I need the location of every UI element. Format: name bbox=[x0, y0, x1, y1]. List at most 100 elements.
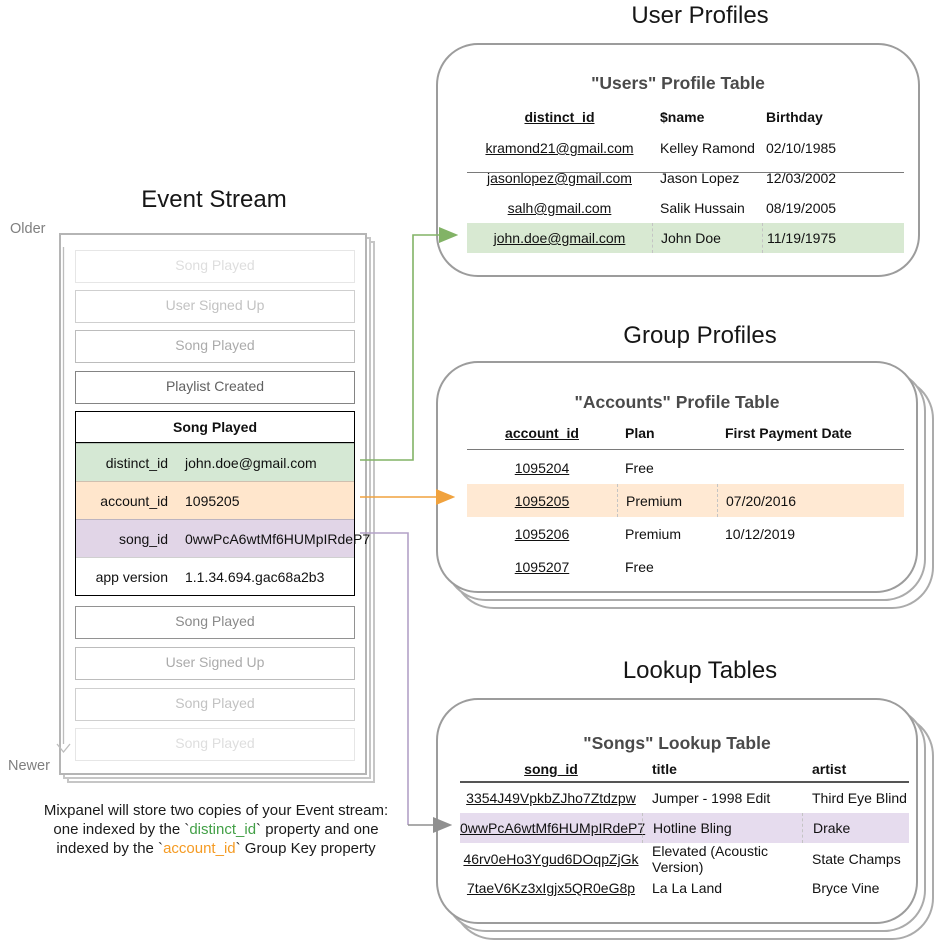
property-key: account_id bbox=[100, 492, 168, 509]
table-row-highlighted: 0wwPcA6wtMf6HUMpIRdeP7 Hotline Bling Dra… bbox=[460, 813, 909, 843]
users-profile-card: "Users" Profile Table distinct_id $name … bbox=[436, 43, 920, 277]
event-box: Playlist Created bbox=[75, 371, 355, 404]
column-header: title bbox=[652, 761, 677, 777]
songs-table: song_id title artist 3354J49VpkbZJho7Ztd… bbox=[460, 758, 909, 903]
table-row: 46rv0eHo3Ygud6DOqpZjGk Elevated (Acousti… bbox=[460, 843, 909, 875]
property-value: 1.1.34.694.gac68a2b3 bbox=[185, 568, 325, 585]
column-header: distinct_id bbox=[524, 109, 595, 125]
cell-song-id: 46rv0eHo3Ygud6DOqpZjGk bbox=[463, 851, 639, 867]
property-key: distinct_id bbox=[105, 454, 168, 471]
header-underline bbox=[467, 449, 904, 450]
property-value: 0wwPcA6wtMf6HUMpIRdeP7 bbox=[185, 530, 371, 547]
accounts-table-header: account_id Plan First Payment Date bbox=[467, 421, 904, 445]
event-box: User Signed Up bbox=[75, 290, 355, 323]
caption-line-2: one indexed by the `distinct_id` propert… bbox=[53, 821, 379, 838]
column-header: Birthday bbox=[766, 109, 823, 125]
cell-name: Salik Hussain bbox=[660, 200, 745, 216]
event-box: Song Played bbox=[75, 606, 355, 639]
older-label: Older bbox=[10, 221, 46, 237]
cell-distinct-id: salh@gmail.com bbox=[507, 200, 612, 216]
cell-artist: Drake bbox=[802, 813, 909, 843]
event-stream-container: Song Played User Signed Up Song Played P… bbox=[59, 233, 370, 775]
cell-name: Jason Lopez bbox=[660, 170, 740, 186]
event-box: Song Played bbox=[75, 250, 355, 283]
property-key: app version bbox=[95, 568, 168, 585]
table-row: 1095204 Free bbox=[467, 451, 904, 484]
users-table: distinct_id $name Birthday kramond21@gma… bbox=[467, 105, 904, 253]
group-profiles-title: Group Profiles bbox=[623, 322, 777, 349]
cell-distinct-id: kramond21@gmail.com bbox=[485, 140, 634, 156]
cell-song-id: 0wwPcA6wtMf6HUMpIRdeP7 bbox=[460, 820, 646, 836]
table-row: kramond21@gmail.com Kelley Ramond 02/10/… bbox=[467, 133, 904, 163]
table-row: 1095207 Free bbox=[467, 550, 904, 583]
cell-title: Elevated (Acoustic Version) bbox=[652, 843, 768, 875]
table-row: 3354J49VpkbZJho7Ztdzpw Jumper - 1998 Edi… bbox=[460, 783, 909, 813]
event-property-distinct-id: distinct_id john.doe@gmail.com bbox=[76, 443, 354, 481]
event-property-song-id: song_id 0wwPcA6wtMf6HUMpIRdeP7 bbox=[76, 519, 370, 557]
cell-account-id: 1095204 bbox=[514, 459, 570, 476]
caption: Mixpanel will store two copies of your E… bbox=[23, 801, 409, 858]
column-header: account_id bbox=[505, 425, 579, 441]
songs-table-title: "Songs" Lookup Table bbox=[583, 733, 771, 753]
column-header: artist bbox=[812, 761, 847, 777]
table-row: jasonlopez@gmail.com Jason Lopez 12/03/2… bbox=[467, 163, 904, 193]
property-key: song_id bbox=[118, 530, 168, 547]
songs-table-header: song_id title artist bbox=[460, 758, 909, 780]
cell-song-id: 7taeV6Kz3xIgjx5QR0eG8p bbox=[466, 880, 636, 896]
cell-birthday: 11/19/1975 bbox=[762, 223, 904, 253]
cell-account-id: 1095207 bbox=[514, 558, 570, 575]
column-header: song_id bbox=[524, 761, 578, 777]
accounts-profile-card: "Accounts" Profile Table account_id Plan… bbox=[436, 361, 918, 593]
accounts-table-title: "Accounts" Profile Table bbox=[574, 392, 780, 412]
header-underline bbox=[460, 781, 909, 783]
cell-distinct-id: jasonlopez@gmail.com bbox=[487, 170, 632, 186]
user-profiles-title: User Profiles bbox=[631, 2, 769, 29]
lookup-tables-title: Lookup Tables bbox=[622, 657, 778, 684]
expanded-event-card: Song Played distinct_id john.doe@gmail.c… bbox=[75, 411, 370, 596]
column-header: First Payment Date bbox=[725, 425, 852, 441]
table-row-highlighted: 1095205 Premium 07/20/2016 bbox=[467, 484, 904, 517]
expanded-event-title: Song Played bbox=[76, 412, 354, 443]
cell-first-payment-date: 07/20/2016 bbox=[717, 484, 904, 517]
account-id-code: account_id bbox=[163, 840, 236, 857]
cell-plan: Free bbox=[625, 558, 654, 575]
cell-first-payment-date: 10/12/2019 bbox=[725, 525, 796, 542]
newer-label: Newer bbox=[8, 758, 50, 774]
event-property-app-version: app version 1.1.34.694.gac68a2b3 bbox=[76, 557, 354, 595]
event-property-account-id: account_id 1095205 bbox=[76, 481, 354, 519]
cell-song-id: 3354J49VpkbZJho7Ztdzpw bbox=[466, 790, 636, 806]
cell-artist: State Champs bbox=[812, 851, 901, 867]
header-underline bbox=[467, 172, 904, 173]
event-stream-title: Event Stream bbox=[141, 186, 287, 213]
cell-artist: Bryce Vine bbox=[812, 880, 880, 896]
event-box: Song Played bbox=[75, 330, 355, 363]
songs-lookup-card: "Songs" Lookup Table song_id title artis… bbox=[436, 698, 918, 924]
event-box: User Signed Up bbox=[75, 647, 355, 680]
cell-birthday: 02/10/1985 bbox=[766, 140, 837, 156]
caption-line-1: Mixpanel will store two copies of your E… bbox=[43, 802, 389, 819]
table-row-highlighted: john.doe@gmail.com John Doe 11/19/1975 bbox=[467, 223, 904, 253]
column-header: $name bbox=[660, 109, 705, 125]
cell-account-id: 1095206 bbox=[514, 525, 570, 542]
users-table-header: distinct_id $name Birthday bbox=[467, 105, 904, 129]
cell-plan: Premium bbox=[617, 484, 717, 517]
table-row: 7taeV6Kz3xIgjx5QR0eG8p La La Land Bryce … bbox=[460, 873, 909, 903]
cell-title: Jumper - 1998 Edit bbox=[652, 790, 771, 806]
event-box: Song Played bbox=[75, 728, 355, 761]
table-row: salh@gmail.com Salik Hussain 08/19/2005 bbox=[467, 193, 904, 223]
cell-plan: Premium bbox=[625, 525, 682, 542]
caption-line-3: indexed by the `account_id` Group Key pr… bbox=[56, 840, 376, 857]
cell-distinct-id: john.doe@gmail.com bbox=[493, 230, 626, 246]
cell-title: La La Land bbox=[652, 880, 723, 896]
cell-birthday: 08/19/2005 bbox=[766, 200, 837, 216]
cell-plan: Free bbox=[625, 459, 654, 476]
cell-birthday: 12/03/2002 bbox=[766, 170, 837, 186]
cell-title: Hotline Bling bbox=[642, 813, 802, 843]
users-table-title: "Users" Profile Table bbox=[591, 73, 765, 93]
accounts-table: account_id Plan First Payment Date 10952… bbox=[467, 421, 904, 583]
property-value: john.doe@gmail.com bbox=[185, 454, 317, 471]
property-value: 1095205 bbox=[185, 492, 240, 509]
distinct-id-code: distinct_id bbox=[189, 821, 257, 838]
table-row: 1095206 Premium 10/12/2019 bbox=[467, 517, 904, 550]
